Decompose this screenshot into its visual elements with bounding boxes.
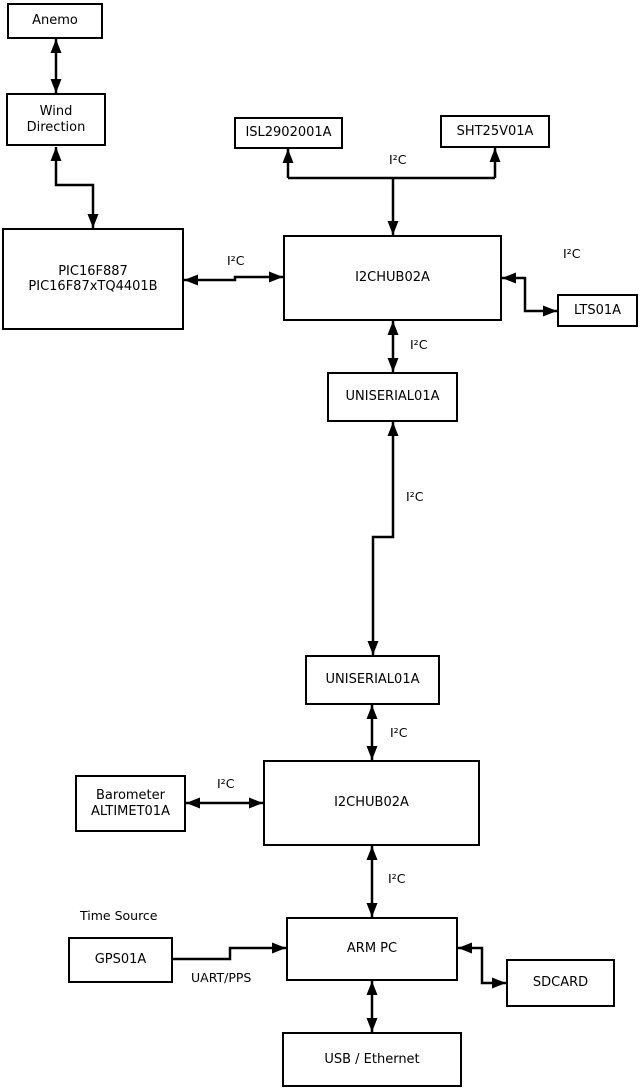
- node-i2chub02a-1: I2CHUB02A: [283, 235, 502, 321]
- node-uniserial01a-2: UNISERIAL01A: [305, 655, 440, 705]
- node-lts01a-label: LTS01A: [573, 302, 622, 318]
- i2c-label-uniserial1-uniserial2: I²C: [406, 489, 424, 504]
- node-isl2902001a-label: ISL2902001A: [245, 125, 332, 141]
- node-wind-direction: Wind Direction: [6, 93, 106, 146]
- node-barometer-altimet01a: Barometer ALTIMET01A: [75, 775, 186, 832]
- node-wind-direction-label-line2: Direction: [26, 119, 86, 135]
- node-pic16f887: PIC16F887 PIC16F87xTQ4401B: [2, 228, 184, 330]
- i2c-label-hub2-armpc: I²C: [388, 871, 406, 886]
- node-pic16f887-label-line2: PIC16F87xTQ4401B: [28, 279, 158, 294]
- node-uniserial01a-1-label: UNISERIAL01A: [345, 389, 440, 405]
- edge-winddirection-pic: [50, 147, 99, 228]
- edge-gps-armpc: [173, 942, 286, 961]
- node-pic16f887-label-line1: PIC16F887: [58, 263, 128, 279]
- node-anemo-label: Anemo: [32, 13, 78, 29]
- node-barometer-label-line2: ALTIMET01A: [91, 803, 170, 819]
- node-i2chub02a-2: I2CHUB02A: [263, 760, 480, 846]
- node-gps01a-label: GPS01A: [94, 952, 147, 968]
- i2c-label-pic-hub1: I²C: [227, 253, 245, 268]
- uart-pps-label: UART/PPS: [191, 970, 252, 985]
- node-wind-direction-label-line1: Wind: [39, 104, 73, 119]
- edge-armpc-sdcard: [458, 942, 506, 989]
- node-usb-ethernet: USB / Ethernet: [282, 1032, 462, 1087]
- node-sht25v01a-label: SHT25V01A: [456, 123, 534, 139]
- node-uniserial01a-2-label: UNISERIAL01A: [325, 672, 420, 688]
- node-gps01a: GPS01A: [68, 937, 173, 983]
- edge-uniserial1-uniserial2: [367, 422, 399, 655]
- i2c-label-uniserial2-hub2: I²C: [390, 725, 408, 740]
- node-i2chub02a-1-label: I2CHUB02A: [355, 270, 430, 286]
- edge-i2chub1-lts: [502, 272, 557, 317]
- i2c-label-hub1-lts: I²C: [563, 246, 581, 261]
- node-barometer-label-line1: Barometer: [96, 788, 165, 803]
- i2c-label-hub1-uniserial1: I²C: [410, 337, 428, 352]
- node-lts01a: LTS01A: [557, 294, 638, 327]
- node-arm-pc-label: ARM PC: [346, 941, 398, 957]
- node-sht25v01a: SHT25V01A: [440, 115, 550, 148]
- node-anemo: Anemo: [7, 3, 103, 39]
- edge-pic-i2chub1: [184, 271, 283, 286]
- node-arm-pc: ARM PC: [286, 917, 458, 981]
- node-uniserial01a-1: UNISERIAL01A: [327, 372, 458, 422]
- i2c-label-barometer-hub2: I²C: [217, 776, 235, 791]
- i2c-label-top-branch: I²C: [389, 152, 407, 167]
- node-i2chub02a-2-label: I2CHUB02A: [334, 795, 409, 811]
- node-usb-ethernet-label: USB / Ethernet: [324, 1051, 420, 1067]
- node-sdcard-label: SDCARD: [532, 975, 589, 991]
- node-isl2902001a: ISL2902001A: [234, 117, 343, 149]
- node-sdcard: SDCARD: [506, 959, 615, 1007]
- time-source-caption: Time Source: [80, 908, 158, 923]
